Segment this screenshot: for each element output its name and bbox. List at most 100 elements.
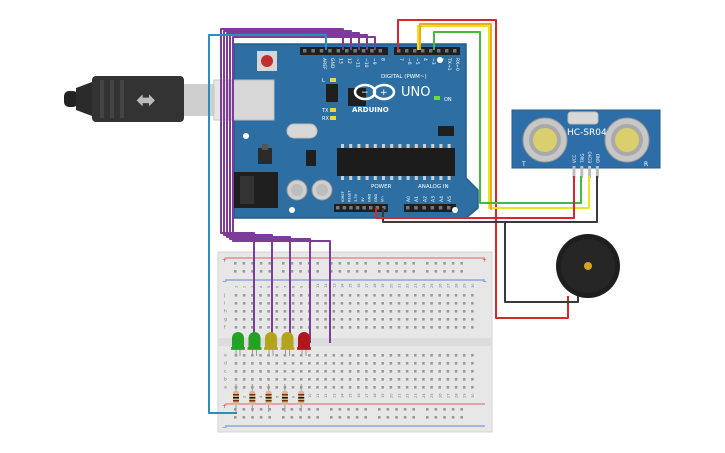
- breadboard-hole[interactable]: [454, 310, 458, 313]
- header-hole[interactable]: [369, 206, 373, 210]
- breadboard-hole[interactable]: [316, 318, 319, 321]
- rail-hole[interactable]: [426, 270, 429, 273]
- breadboard-hole[interactable]: [356, 354, 360, 357]
- breadboard-hole[interactable]: [275, 294, 279, 297]
- rail-hole[interactable]: [316, 408, 319, 411]
- breadboard-hole[interactable]: [251, 362, 254, 365]
- rail-hole[interactable]: [268, 262, 271, 265]
- rail-hole[interactable]: [290, 270, 294, 273]
- header-hole[interactable]: [345, 49, 349, 53]
- rail-hole[interactable]: [259, 270, 263, 273]
- breadboard-hole[interactable]: [405, 302, 409, 305]
- breadboard-hole[interactable]: [291, 362, 295, 365]
- breadboard-hole[interactable]: [414, 302, 417, 305]
- header-hole[interactable]: [430, 206, 435, 210]
- breadboard-hole[interactable]: [275, 370, 279, 373]
- breadboard-hole[interactable]: [462, 310, 466, 313]
- rail-hole[interactable]: [299, 408, 302, 411]
- header-hole[interactable]: [413, 49, 417, 53]
- breadboard-hole[interactable]: [422, 310, 425, 313]
- breadboard-hole[interactable]: [275, 354, 279, 357]
- breadboard-hole[interactable]: [389, 378, 393, 381]
- rail-hole[interactable]: [242, 408, 246, 411]
- led[interactable]: [298, 332, 310, 349]
- rail-hole[interactable]: [338, 262, 342, 265]
- breadboard-hole[interactable]: [430, 386, 433, 389]
- breadboard-hole[interactable]: [373, 386, 376, 389]
- breadboard-hole[interactable]: [234, 310, 238, 313]
- rail-hole[interactable]: [299, 416, 302, 419]
- breadboard-hole[interactable]: [283, 354, 287, 357]
- breadboard-hole[interactable]: [405, 318, 409, 321]
- sensor-pin[interactable]: [595, 166, 599, 178]
- breadboard-hole[interactable]: [438, 370, 442, 373]
- breadboard-hole[interactable]: [373, 310, 376, 313]
- breadboard-hole[interactable]: [308, 370, 311, 373]
- breadboard-hole[interactable]: [446, 370, 450, 373]
- header-hole[interactable]: [375, 206, 380, 210]
- breadboard-hole[interactable]: [267, 302, 270, 305]
- breadboard-hole[interactable]: [291, 310, 295, 313]
- header-hole[interactable]: [336, 49, 341, 53]
- rail-hole[interactable]: [426, 408, 429, 411]
- breadboard-hole[interactable]: [234, 370, 238, 373]
- breadboard-hole[interactable]: [446, 362, 450, 365]
- breadboard-hole[interactable]: [381, 302, 384, 305]
- breadboard-hole[interactable]: [340, 386, 344, 389]
- breadboard-hole[interactable]: [242, 294, 246, 297]
- breadboard-hole[interactable]: [373, 362, 376, 365]
- header-hole[interactable]: [378, 49, 383, 53]
- breadboard-hole[interactable]: [251, 302, 254, 305]
- breadboard-hole[interactable]: [251, 370, 254, 373]
- rail-hole[interactable]: [403, 408, 407, 411]
- breadboard-hole[interactable]: [332, 386, 336, 389]
- breadboard-hole[interactable]: [324, 310, 327, 313]
- breadboard-hole[interactable]: [299, 370, 303, 373]
- breadboard-hole[interactable]: [234, 294, 238, 297]
- led[interactable]: [232, 332, 244, 349]
- breadboard-hole[interactable]: [267, 362, 270, 365]
- breadboard-hole[interactable]: [373, 378, 376, 381]
- leds[interactable]: [231, 332, 311, 356]
- breadboard-hole[interactable]: [405, 310, 409, 313]
- breadboard-hole[interactable]: [414, 294, 417, 297]
- breadboard-hole[interactable]: [356, 386, 360, 389]
- breadboard-hole[interactable]: [438, 326, 442, 329]
- wire-purple-5[interactable]: [232, 36, 376, 343]
- breadboard-hole[interactable]: [316, 378, 319, 381]
- breadboard-hole[interactable]: [275, 302, 279, 305]
- rail-hole[interactable]: [403, 270, 407, 273]
- breadboard-hole[interactable]: [356, 318, 360, 321]
- sensor-pin[interactable]: [580, 166, 584, 178]
- breadboard-hole[interactable]: [462, 326, 466, 329]
- breadboard-hole[interactable]: [471, 370, 474, 373]
- breadboard-hole[interactable]: [430, 362, 433, 365]
- breadboard-hole[interactable]: [422, 370, 425, 373]
- header-hole[interactable]: [362, 206, 366, 210]
- breadboard-hole[interactable]: [430, 378, 433, 381]
- breadboard-hole[interactable]: [340, 354, 344, 357]
- breadboard-hole[interactable]: [324, 362, 327, 365]
- breadboard-hole[interactable]: [446, 318, 450, 321]
- rail-hole[interactable]: [290, 416, 294, 419]
- breadboard-hole[interactable]: [275, 386, 279, 389]
- rail-hole[interactable]: [307, 408, 311, 411]
- breadboard-hole[interactable]: [283, 362, 287, 365]
- rail-hole[interactable]: [395, 270, 398, 273]
- breadboard-hole[interactable]: [348, 294, 352, 297]
- breadboard-hole[interactable]: [405, 354, 409, 357]
- breadboard-hole[interactable]: [438, 318, 442, 321]
- header-hole[interactable]: [405, 49, 409, 53]
- breadboard-hole[interactable]: [316, 386, 319, 389]
- breadboard-hole[interactable]: [259, 362, 262, 365]
- breadboard-hole[interactable]: [462, 378, 466, 381]
- breadboard-hole[interactable]: [299, 362, 303, 365]
- breadboard-hole[interactable]: [414, 326, 417, 329]
- breadboard-hole[interactable]: [308, 362, 311, 365]
- breadboard-hole[interactable]: [340, 294, 344, 297]
- rail-hole[interactable]: [251, 262, 254, 265]
- breadboard-hole[interactable]: [340, 318, 344, 321]
- breadboard-hole[interactable]: [462, 302, 466, 305]
